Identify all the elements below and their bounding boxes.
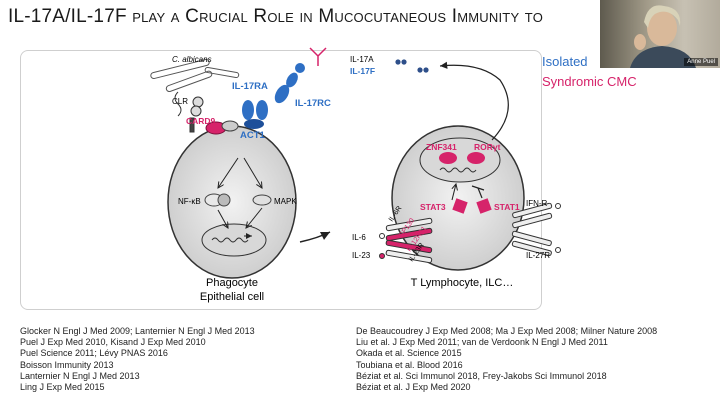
diagram-frame [20,50,542,310]
label-c-albicans: C. albicans [172,55,212,64]
label-il27r: IL-27R [526,251,550,260]
label-il6: IL-6 [352,233,366,242]
label-epithelial: Epithelial cell [200,291,264,303]
label-phagocyte: Phagocyte [206,277,258,289]
roryt-icon [467,152,485,164]
card9-partner-icon [221,120,239,132]
slide-title: IL-17A/IL-17F play a Crucial Role in Muc… [8,6,543,28]
label-il17a: IL-17A [350,55,374,64]
mapk-icon [252,194,272,206]
reference-item: Glocker N Engl J Med 2009; Lanternier N … [20,326,255,336]
reference-item: Ling J Exp Med 2015 [20,382,105,393]
right-dna-icon [439,167,477,173]
stat3-icon [452,198,468,214]
label-ifnr: IFN-R [526,199,548,208]
reference-item: Puel J Exp Med 2010, Kisand J Exp Med 20… [20,337,206,348]
references-left: Glocker N Engl J Med 2009; Lanternier N … [20,326,255,393]
presenter-video[interactable]: Anne Puel [600,0,720,68]
clr-receptor-icon [174,91,204,133]
presenter-silhouette [630,5,696,68]
label-il23: IL-23 [352,251,371,260]
legend-syndromic: Syndromic CMC [542,74,637,89]
label-act1: ACT1 [240,130,266,141]
label-card9: CARD9 [186,116,216,126]
reference-item: Liu et al. J Exp Med 2011; van de Verdoo… [356,337,608,348]
legend-isolated: Isolated [542,54,588,69]
label-roryt: RORγt [474,142,501,152]
label-stat1: STAT1 [494,202,520,212]
slide-title-rest: play a Crucial Role in Mucocutaneous Imm… [132,6,544,27]
stat1-icon [476,198,492,214]
reference-item: De Beaucoudrey J Exp Med 2008; Ma J Exp … [356,326,658,336]
left-nucleus [201,223,267,257]
label-t-lymphocyte: T Lymphocyte, ILC… [411,277,514,289]
il6r-receptor-icon [379,217,433,264]
label-il17ra: IL-17RA [232,81,268,92]
ifnr-receptor-icon [511,202,561,257]
il17-secretion-arrow [439,61,509,141]
reference-item: Béziat et al. Sci Immunol 2018, Frey-Jak… [356,370,607,381]
references-right: De Beaucoudrey J Exp Med 2008; Ma J Exp … [356,326,657,393]
presenter-name: Anne Puel [684,58,718,66]
label-znf341: ZNF341 [426,142,457,152]
slide-title-prefix: IL-17A/IL-17F [8,6,133,27]
label-mapk: MAPK [274,197,297,206]
il17rc-receptor-icon [274,47,327,104]
label-il17f: IL-17F [350,66,375,76]
il17ra-receptor-icon [242,100,268,129]
znf341-icon [439,152,457,164]
reference-item: Lanternier N Engl J Med 2013 [20,370,140,381]
secretion-arrow [299,231,331,243]
reference-item: Puel Science 2011; Lévy PNAS 2016 [20,348,168,359]
il17-cytokine-icon [395,59,429,73]
candida-icon [150,58,240,93]
label-il17rc: IL-17RC [295,98,331,109]
label-stat3: STAT3 [420,202,446,212]
right-nucleus [419,137,501,183]
reference-item: Boisson Immunity 2013 [20,359,114,370]
reference-item: Béziat et al. J Exp Med 2020 [356,382,471,393]
reference-item: Toubiana et al. Blood 2016 [356,359,463,370]
reference-item: Okada et al. Science 2015 [356,348,462,359]
label-clr: CLR [172,97,188,106]
label-nfkb: NF-κB [178,197,201,206]
left-dna-icon [211,237,249,243]
